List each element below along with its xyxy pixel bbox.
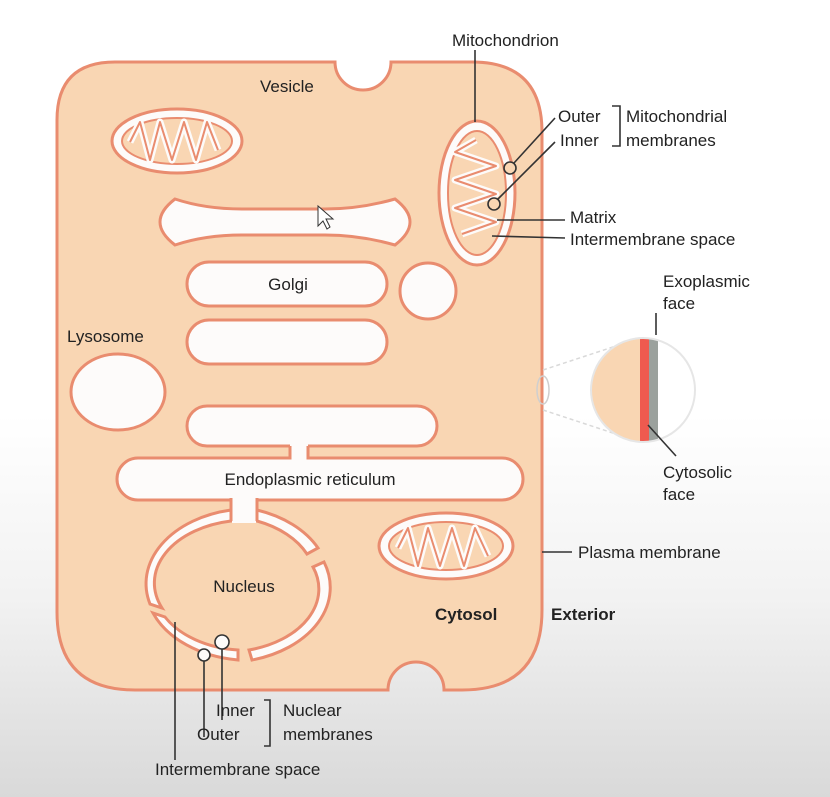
label-vesicle: Vesicle [260, 77, 314, 96]
label-cytosolic-1: Cytosolic [663, 463, 732, 482]
label-exoplasmic-1: Exoplasmic [663, 272, 750, 291]
er-main-sheet [115, 456, 525, 502]
label-mito-membranes-2: membranes [626, 131, 716, 150]
nuclear-envelope [144, 508, 233, 611]
label-nuclear-outer: Outer [197, 725, 240, 744]
label-mito-inner: Inner [560, 131, 599, 150]
label-nuclear-inner: Inner [216, 701, 255, 720]
leader-lines [174, 50, 677, 760]
membrane-zoom-inset [536, 337, 696, 443]
er-cisterna-top [158, 197, 412, 247]
label-plasma-membrane: Plasma membrane [578, 543, 721, 562]
label-lysosome: Lysosome [67, 327, 144, 346]
mitochondrion-right [437, 119, 517, 267]
label-mito-membranes-1: Mitochondrial [626, 107, 727, 126]
lysosome [69, 352, 167, 432]
nuclear-envelope-bottom-left [149, 610, 240, 662]
label-nuclear-intermembrane: Intermembrane space [155, 760, 320, 779]
mitochondrion-bottom-right [377, 511, 515, 581]
er-connector-upper-fill [291, 442, 307, 460]
label-mitochondrion: Mitochondrion [452, 31, 559, 50]
label-exterior: Exterior [551, 605, 616, 624]
er-cisterna-lower [185, 404, 439, 448]
golgi-vesicle [398, 261, 458, 321]
nuclear-envelope-bottom-right [247, 560, 332, 662]
label-nuclear-membranes-2: membranes [283, 725, 373, 744]
label-matrix: Matrix [570, 208, 617, 227]
label-mito-intermembrane: Intermembrane space [570, 230, 735, 249]
label-cytosol: Cytosol [435, 605, 497, 624]
label-mito-outer: Outer [558, 107, 601, 126]
label-nucleus: Nucleus [213, 577, 274, 596]
label-er: Endoplasmic reticulum [224, 470, 395, 489]
label-exoplasmic-2: face [663, 294, 695, 313]
golgi-cisterna-2 [185, 318, 389, 366]
mitochondrion-top-left [110, 107, 244, 175]
label-golgi: Golgi [268, 275, 308, 294]
label-nuclear-membranes-1: Nuclear [283, 701, 342, 720]
label-cytosolic-2: face [663, 485, 695, 504]
golgi-cisterna [185, 260, 389, 308]
mouse-pointer-icon [317, 204, 335, 230]
nuclear-envelope-right [255, 508, 321, 556]
